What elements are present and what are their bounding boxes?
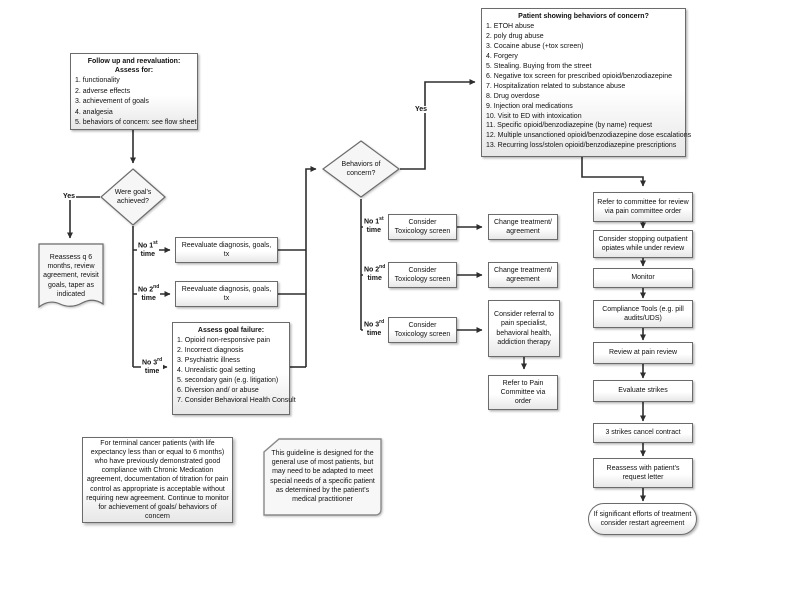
branch-label-no-3rd-time: No 3rd time (141, 357, 164, 377)
no1-text: No 1 (138, 242, 154, 250)
branch-label-no-1st-time: No 1st time (137, 240, 159, 260)
concern-item: 6. Negative tox screen for prescribed op… (486, 72, 673, 80)
step-3-strikes: 3 strikes cancel contract (593, 423, 693, 443)
branch-label-no-3rd-time-mid: No 3rd time (363, 319, 386, 339)
concern-item: 8. Drug overdose (486, 92, 540, 100)
concern-item: 4. Forgery (486, 52, 518, 60)
no2-sup: nd (379, 264, 386, 270)
no2-text: No 2 (364, 266, 380, 274)
toxicology-box-1: Consider Toxicology screen (388, 214, 457, 240)
step-compliance-tools: Compliance Tools (e.g. pill audits/UDS) (593, 300, 693, 328)
concern-item: 10. Visit to ED with intoxication (486, 112, 582, 120)
branch-label-no-2nd-time: No 2nd time (137, 284, 161, 304)
connector-goals-yes-to-reassess (67, 196, 100, 239)
concern-item: 2. poly drug abuse (486, 33, 544, 41)
time-text: time (366, 227, 382, 235)
time-text: time (367, 275, 382, 283)
followup-item: 1. functionality (75, 77, 120, 85)
no1-sup: st (379, 216, 384, 222)
followup-title: Follow up and reevaluation: Assess for: (87, 58, 181, 75)
concern-item: 9. Injection oral medications (486, 102, 573, 110)
assess-failure-item: 5. secondary gain (e.g. litigation) (177, 376, 279, 384)
no3-text: No 3 (364, 321, 380, 329)
concern-item: 7. Hospitalization related to substance … (486, 82, 626, 90)
time-text: time (141, 295, 156, 303)
assess-failure-item: 7. Consider Behavioral Health Consult (177, 396, 296, 404)
connector-collector-to-behaviors (305, 166, 317, 367)
time-text: time (366, 330, 382, 338)
no2-text: No 2 (138, 286, 154, 294)
concern-list-box: Patient showing behaviors of concern? 1.… (481, 8, 692, 157)
yes-label-goals: Yes (62, 193, 77, 200)
change-treatment-box-1: Change treatment/ agreement (488, 214, 558, 240)
step-monitor: Monitor (593, 268, 693, 288)
assess-failure-title: Assess goal failure: (197, 327, 265, 334)
no3-text: No 3 (142, 359, 158, 367)
followup-box: Follow up and reevaluation: Assess for: … (70, 53, 198, 130)
concern-item: 11. Specific opioid/benzodiazepine (by n… (486, 122, 653, 130)
no3-sup: rd (157, 357, 163, 363)
assess-failure-item: 4. Unrealistic goal setting (177, 366, 256, 374)
goals-achieved-diamond: Were goal's achieved? (100, 168, 166, 226)
no2-sup: nd (153, 284, 160, 290)
followup-item: 5. behaviors of concern: see flow sheet (75, 119, 197, 127)
yes-label-behaviors: Yes (414, 106, 429, 113)
concern-item: 3. Cocaine abuse (+tox screen) (486, 42, 584, 50)
followup-item: 3. achievement of goals (75, 98, 149, 106)
branch-label-no-1st-time-mid: No 1st time (363, 216, 385, 236)
assess-failure-box: Assess goal failure: 1. Opioid non-respo… (172, 322, 296, 415)
reevaluate-box-2: Reevaluate diagnosis, goals, tx (175, 281, 278, 307)
restart-agreement-terminator: If significant efforts of treatment cons… (588, 503, 697, 535)
toxicology-box-3: Consider Toxicology screen (388, 317, 457, 343)
followup-item: 4. analgesia (75, 108, 113, 116)
concern-item: 1. ETOH abuse (486, 23, 535, 31)
concern-title: Patient showing behaviors of concern? (518, 13, 649, 20)
step-reassess-letter: Reassess with patient's request letter (593, 458, 693, 488)
pain-committee-box: Refer to Pain Committee via order (488, 375, 558, 410)
referral-box: Consider referral to pain specialist, be… (488, 300, 560, 357)
behaviors-concern-diamond: Behaviors of concern? (322, 140, 400, 198)
concern-item: 13. Recurring loss/stolen opioid/benzodi… (486, 142, 677, 150)
connector-behaviors-yes-to-concern (400, 79, 476, 170)
goals-achieved-label: Were goal's achieved? (114, 188, 152, 205)
terminal-cancer-note: For terminal cancer patients (with life … (82, 437, 233, 523)
no1-sup: st (153, 240, 158, 246)
connector-concern-to-step1 (581, 157, 646, 187)
assess-failure-item: 1. Opioid non-responsive pain (177, 337, 271, 345)
step-evaluate-strikes: Evaluate strikes (593, 380, 693, 402)
step-refer-committee: Refer to committee for review via pain c… (593, 192, 693, 222)
concern-item: 12. Multiple unsanctioned opioid/benzodi… (486, 132, 692, 140)
followup-item: 2. adverse effects (75, 87, 131, 95)
reassess-text: Reassess q 6 months, review agreement, r… (43, 254, 99, 298)
change-treatment-box-2: Change treatment/ agreement (488, 262, 558, 288)
step-stop-opiates: Consider stopping outpatient opiates whi… (593, 230, 693, 258)
concern-item: 5. Stealing. Buying from the street (486, 62, 592, 70)
guideline-note-text: This guideline is designed for the gener… (270, 450, 375, 503)
time-text: time (144, 368, 160, 376)
guideline-note: This guideline is designed for the gener… (262, 438, 383, 517)
time-text: time (140, 251, 156, 259)
no3-sup: rd (379, 319, 385, 325)
step-review-pain: Review at pain review (593, 342, 693, 364)
assess-failure-item: 2. Incorrect diagnosis (177, 347, 244, 355)
reevaluate-box-1: Reevaluate diagnosis, goals, tx (175, 237, 278, 263)
assess-failure-item: 3. Psychiatric illness (177, 356, 241, 364)
toxicology-box-2: Consider Toxicology screen (388, 262, 457, 288)
no1-text: No 1 (364, 218, 380, 226)
branch-label-no-2nd-time-mid: No 2nd time (363, 264, 387, 284)
reassess-document: Reassess q 6 months, review agreement, r… (38, 243, 104, 315)
assess-failure-item: 6. Diversion and/ or abuse (177, 386, 259, 394)
behaviors-concern-label: Behaviors of concern? (341, 160, 381, 177)
